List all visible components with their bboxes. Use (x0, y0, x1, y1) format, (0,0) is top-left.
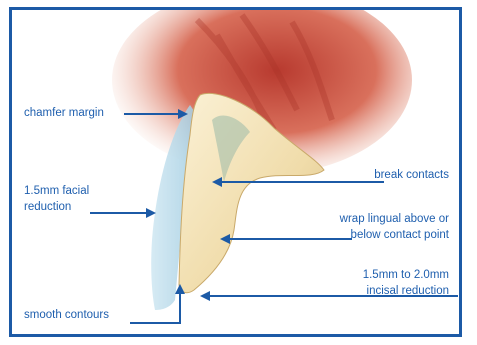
arrowhead-facial-reduction (146, 208, 156, 218)
label-break-contacts: break contacts (374, 168, 449, 183)
label-facial-reduction-line1: 1.5mm facial (24, 184, 89, 199)
label-incisal-reduction-line2: incisal reduction (367, 284, 449, 299)
label-incisal-reduction-line1: 1.5mm to 2.0mm (363, 268, 449, 283)
label-chamfer-margin: chamfer margin (24, 106, 104, 121)
diagram-frame: chamfer margin 1.5mm facial reduction sm… (9, 7, 462, 337)
label-facial-reduction-line2: reduction (24, 200, 71, 215)
label-smooth-contours: smooth contours (24, 308, 109, 323)
arrowhead-incisal-reduction (200, 291, 210, 301)
label-wrap-lingual-line1: wrap lingual above or (340, 212, 449, 227)
label-wrap-lingual-line2: below contact point (351, 228, 449, 243)
